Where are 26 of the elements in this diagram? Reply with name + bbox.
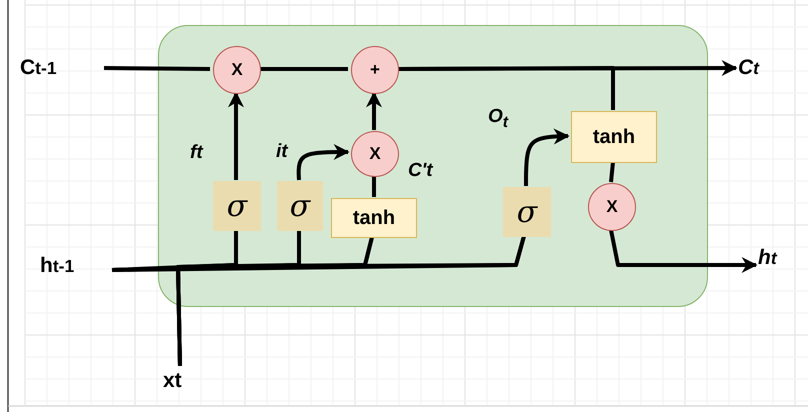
sigmoid-gate: σ [277, 181, 323, 231]
edge-label: ft [190, 142, 203, 164]
connector-line [372, 176, 376, 197]
multiply-operator: X [351, 131, 399, 177]
sigmoid-gate: σ [213, 181, 261, 231]
arrow [228, 91, 244, 180]
arrow [524, 128, 570, 186]
arrow [296, 144, 350, 180]
connector-line [176, 235, 526, 366]
add-operator: + [351, 46, 399, 94]
tanh-layer: tanh [571, 111, 657, 163]
lstm-cell-background [158, 25, 708, 307]
edge-label: C't [408, 160, 433, 182]
sigmoid-gate: σ [503, 187, 551, 237]
multiply-operator: X [588, 183, 636, 231]
connector-line [398, 66, 615, 110]
variable-label: xt [163, 366, 197, 396]
connector-line [260, 67, 348, 71]
multiply-operator: X [213, 46, 261, 94]
edge-label: O$_{t}$ [488, 106, 508, 132]
tanh-layer: tanh [331, 198, 417, 238]
connector-line [609, 162, 615, 182]
arrow [366, 91, 382, 130]
arrow [609, 230, 758, 273]
connector-line [104, 66, 210, 71]
edge-label: it [276, 141, 288, 163]
